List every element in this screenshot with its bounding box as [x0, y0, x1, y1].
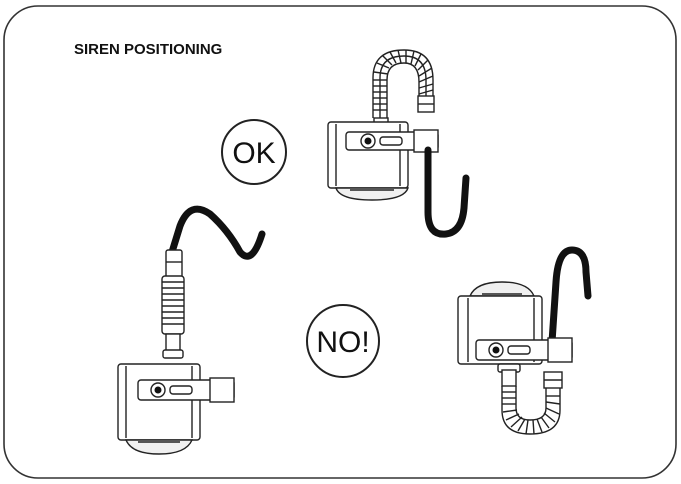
coiled-hose	[161, 275, 185, 335]
siren-cable	[424, 146, 470, 238]
siren-wrong-position-upright	[117, 205, 266, 455]
ok-badge: OK	[221, 119, 287, 185]
no-label: NO!	[316, 326, 369, 359]
no-badge-circle	[306, 304, 380, 378]
coiled-hose	[501, 371, 563, 435]
siren-cable	[168, 205, 266, 260]
ok-badge-circle	[221, 119, 287, 185]
diagram-frame	[3, 5, 677, 479]
siren-wrong-position-inverted	[457, 246, 592, 435]
siren-body	[117, 363, 201, 441]
coiled-hose	[372, 49, 435, 118]
diagram-title: SIREN POSITIONING	[74, 41, 222, 58]
siren-correct-position	[327, 49, 470, 238]
no-badge: NO!	[306, 304, 380, 378]
siren-cable	[548, 246, 592, 346]
ok-label: OK	[232, 137, 275, 170]
